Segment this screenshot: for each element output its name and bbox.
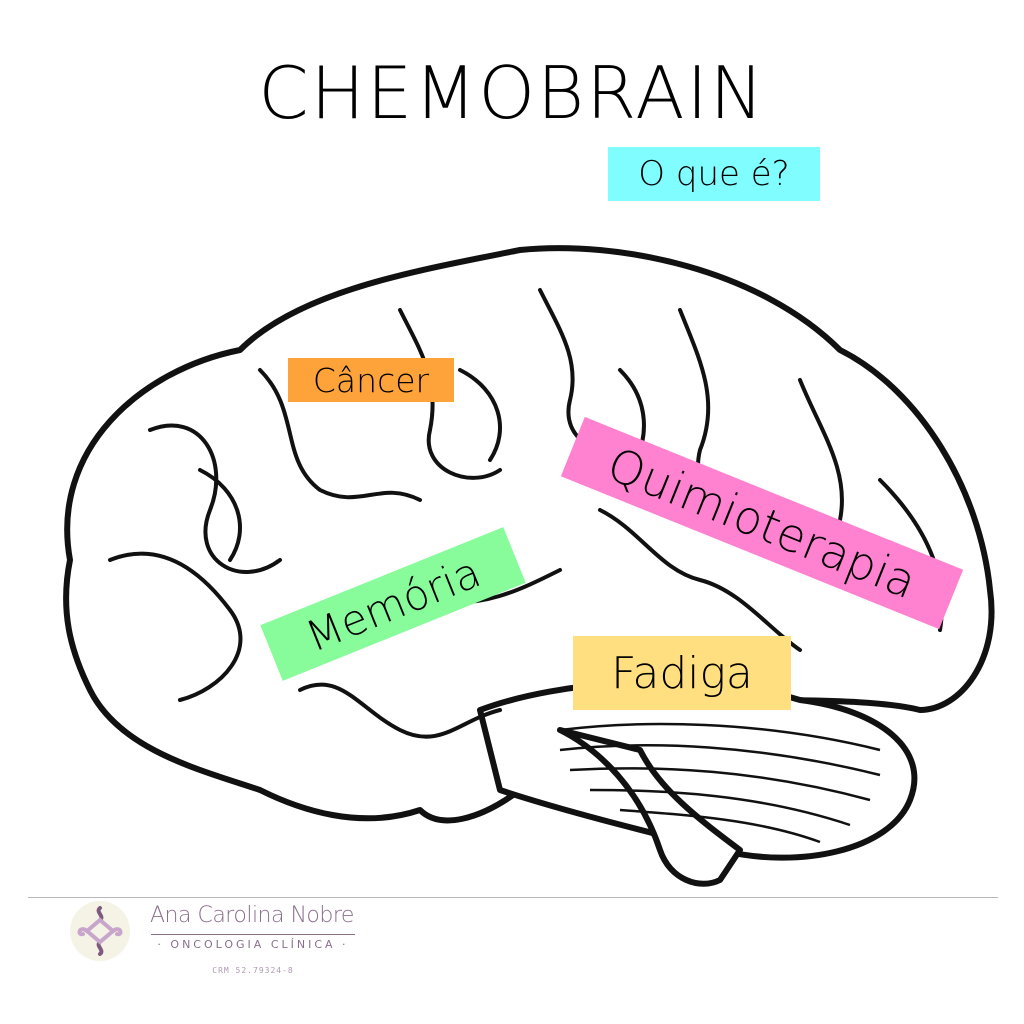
label-fadiga: Fadiga bbox=[573, 636, 791, 710]
footer-divider bbox=[28, 897, 998, 898]
name-underline bbox=[151, 934, 355, 935]
doctor-name: Ana Carolina Nobre bbox=[150, 903, 354, 928]
subtitle-badge: O que é? bbox=[608, 147, 820, 201]
crm-number: CRM 52.79324-8 bbox=[212, 966, 294, 975]
page-title: CHEMOBRAIN bbox=[258, 51, 766, 135]
label-cancer: Câncer bbox=[288, 358, 454, 402]
infinity-ribbons-icon bbox=[70, 901, 130, 961]
specialty-text: · ONCOLOGIA CLÍNICA · bbox=[157, 938, 349, 951]
